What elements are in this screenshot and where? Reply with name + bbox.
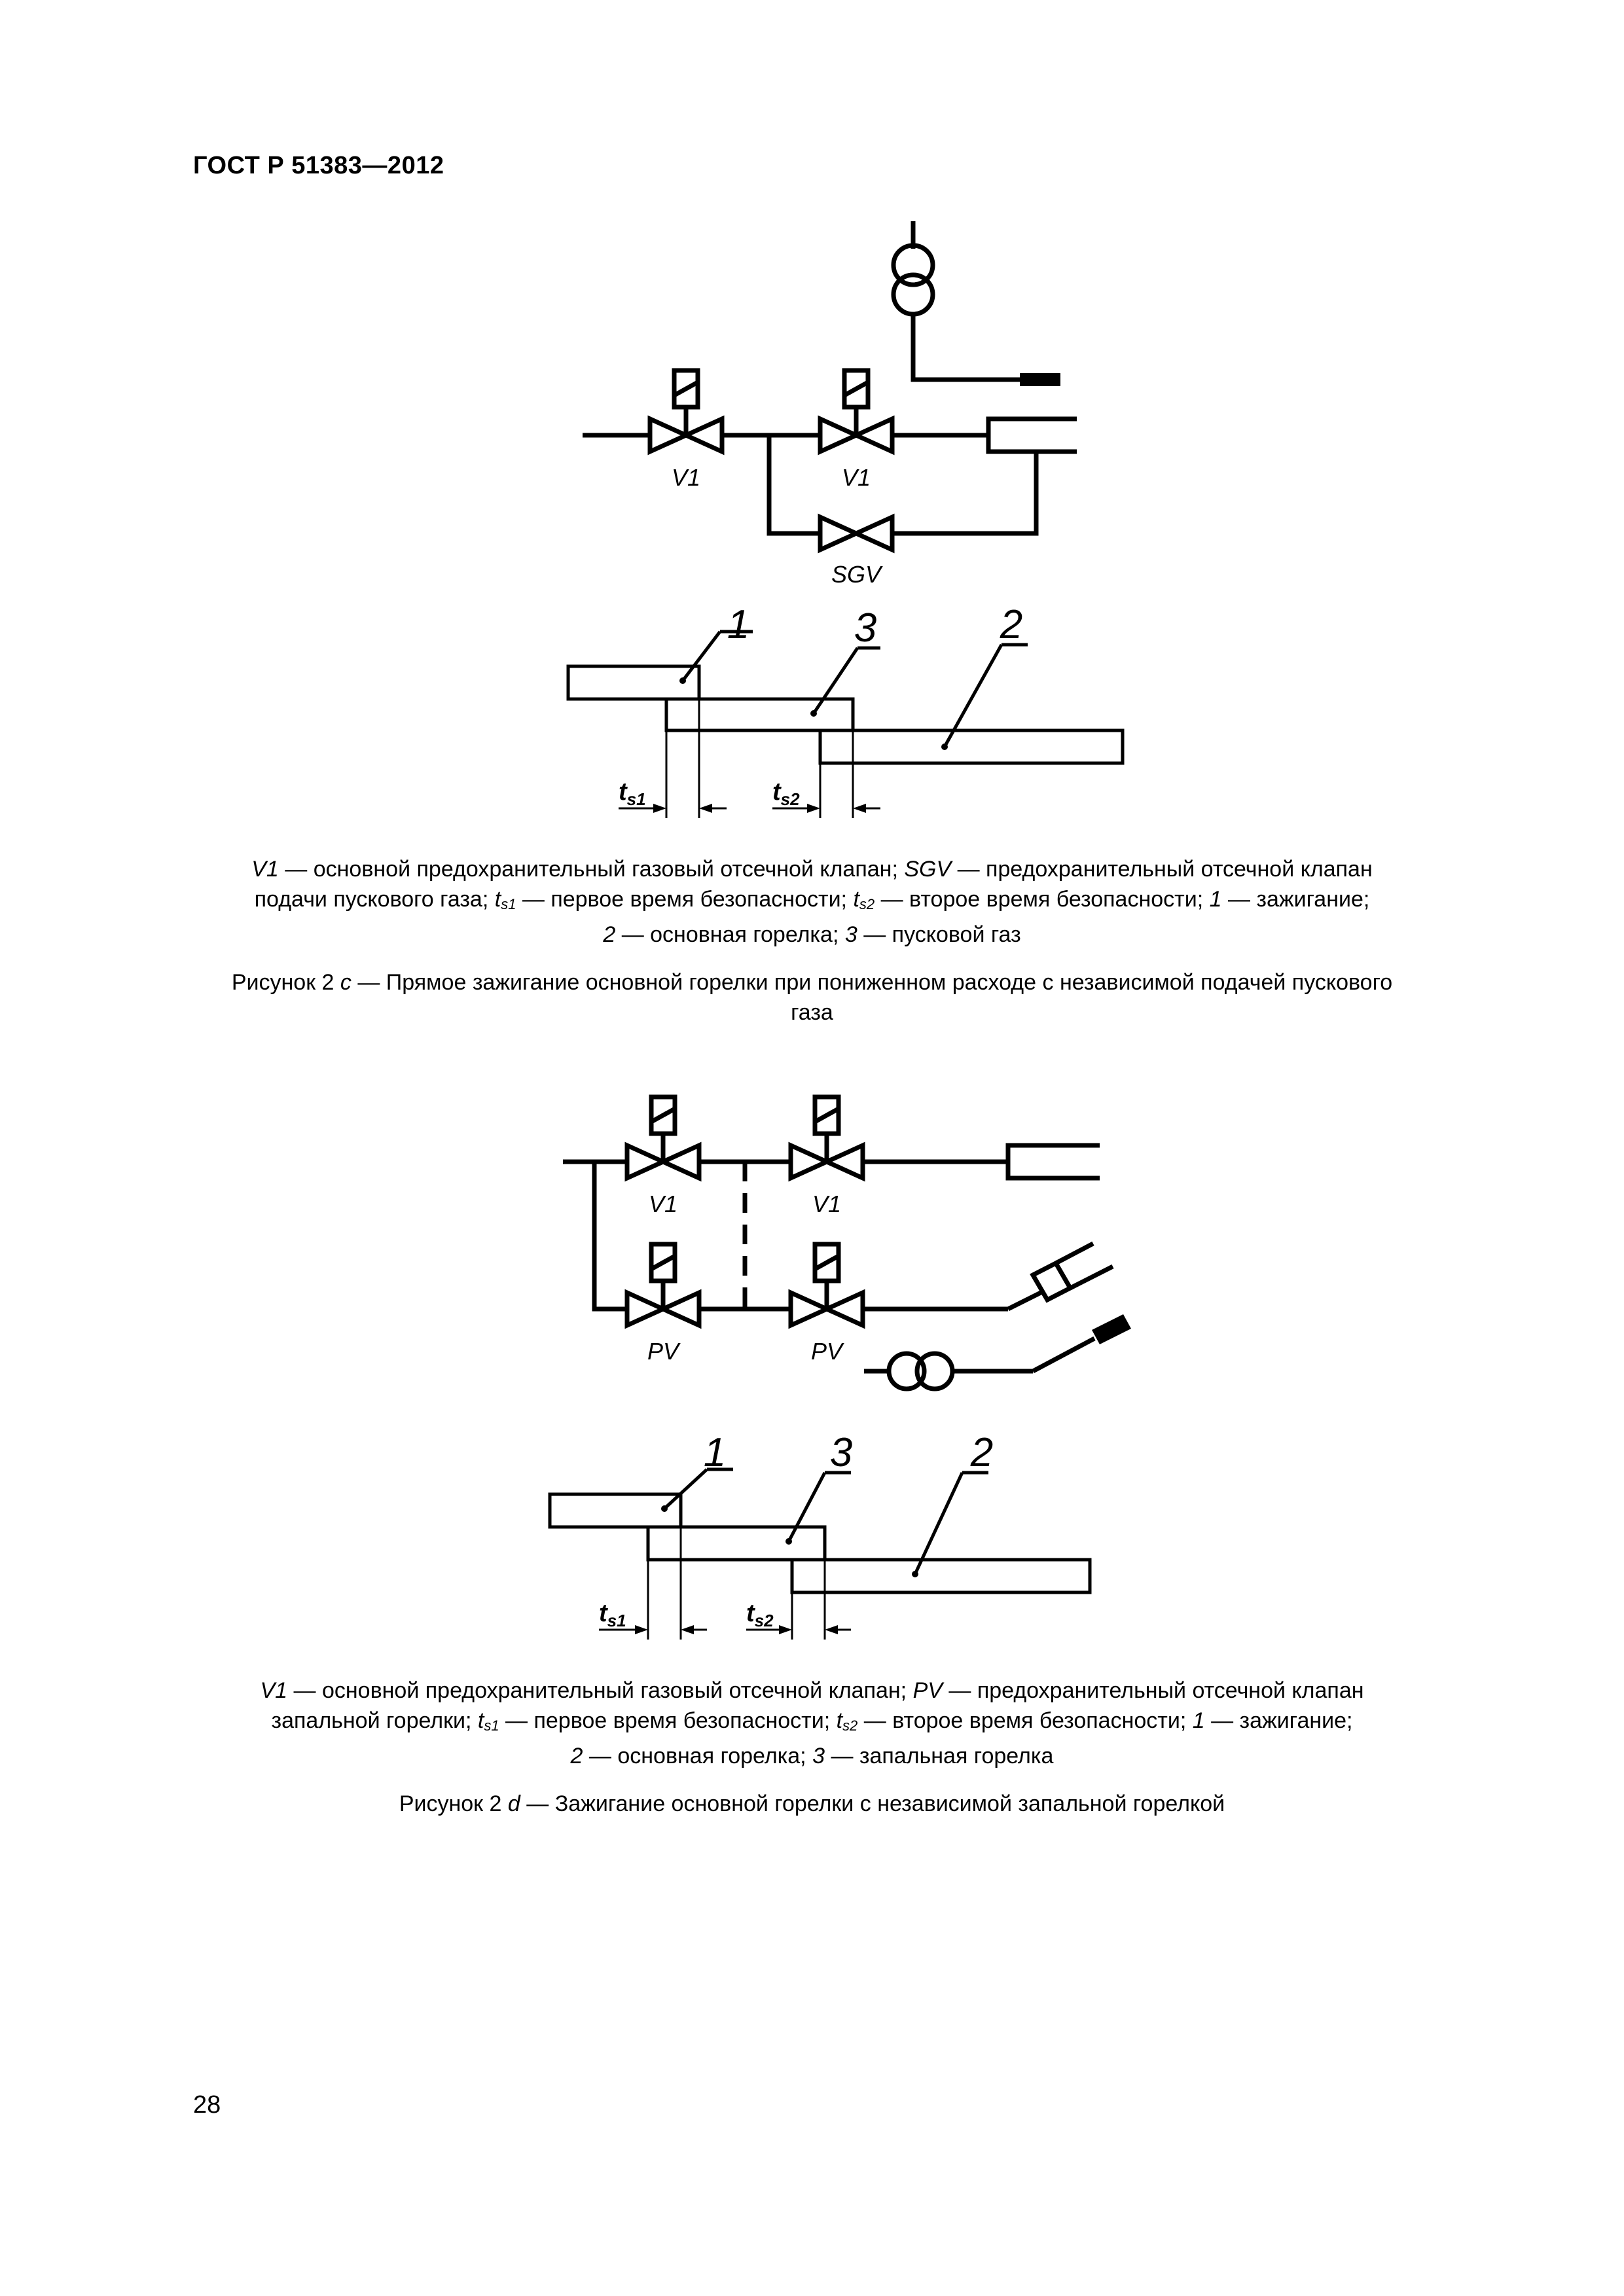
valve-v1-a-2d <box>624 1094 702 1182</box>
legend-line-2: подачи пускового газа; ts1 — первое врем… <box>254 887 1370 912</box>
legend-line-3-2d: 2 — основная горелка; 3 — запальная горе… <box>570 1744 1054 1768</box>
ignition-electrode <box>1092 1314 1131 1344</box>
page-number: 28 <box>193 2091 221 2119</box>
label-v1-b-2d: V1 <box>812 1191 841 1217</box>
valve-pv-b <box>788 1242 865 1329</box>
valve-v1-b <box>818 368 895 456</box>
timing-label-1-2d: 1 <box>704 1430 726 1475</box>
timing-label-3: 3 <box>854 605 876 651</box>
label-sgv: SGV <box>831 561 883 588</box>
transformer <box>864 1336 1096 1391</box>
figure-2d-diagram: V1 V1 PV PV 1 3 2 ts1 <box>548 1094 1131 1640</box>
timing-bar-main-burner-2d <box>790 1558 1092 1594</box>
figure-2d-caption: Рисунок 2 d — Зажигание основной горелки… <box>399 1791 1225 1816</box>
ts1-label: ts1 <box>619 778 646 809</box>
timing-bar-start-gas <box>664 697 855 732</box>
timing-bar-ignition <box>566 664 701 701</box>
timing-bar-main-burner <box>818 728 1125 765</box>
label-v1-a-2d: V1 <box>649 1191 677 1217</box>
legend-line-3: 2 — основная горелка; 3 — пусковой газ <box>603 922 1021 947</box>
ts2-label: ts2 <box>772 778 800 809</box>
valve-pv-a <box>624 1242 702 1329</box>
label-v1-b: V1 <box>842 464 871 491</box>
ts2-label-2d: ts2 <box>746 1600 774 1630</box>
timing-label-1: 1 <box>727 602 749 647</box>
legend-line-1: V1 — основной предохранительный газовый … <box>251 857 1373 882</box>
ts1-label-2d: ts1 <box>599 1600 626 1630</box>
timing-label-2-2d: 2 <box>970 1430 993 1475</box>
timing-label-2: 2 <box>1000 602 1022 647</box>
figure-2c-diagram: V1 V1 SGV 1 3 2 ts1 <box>566 221 1125 818</box>
label-pv-b: PV <box>811 1338 844 1365</box>
valve-sgv <box>818 513 895 554</box>
legend-line-1-2d: V1 — основной предохранительный газовый … <box>260 1678 1364 1703</box>
valve-v1-b-2d <box>788 1094 865 1182</box>
document-header: ГОСТ Р 51383—2012 <box>193 152 444 179</box>
valve-v1-a <box>647 368 725 456</box>
legend-line-2-2d: запальной горелки; ts1 — первое время бе… <box>271 1708 1353 1734</box>
figure-2c-caption: Рисунок 2 c — Прямое зажигание основной … <box>231 970 1393 1025</box>
figure-2d-legend: V1 — основной предохранительный газовый … <box>131 1676 1493 1771</box>
label-pv-a: PV <box>647 1338 681 1365</box>
timing-bar-pilot <box>646 1525 827 1562</box>
timing-bar-ignition-2d <box>548 1492 683 1529</box>
timing-label-3-2d: 3 <box>830 1430 852 1475</box>
figure-2c-legend: V1 — основной предохранительный газовый … <box>131 854 1493 950</box>
label-v1-a: V1 <box>672 464 700 491</box>
